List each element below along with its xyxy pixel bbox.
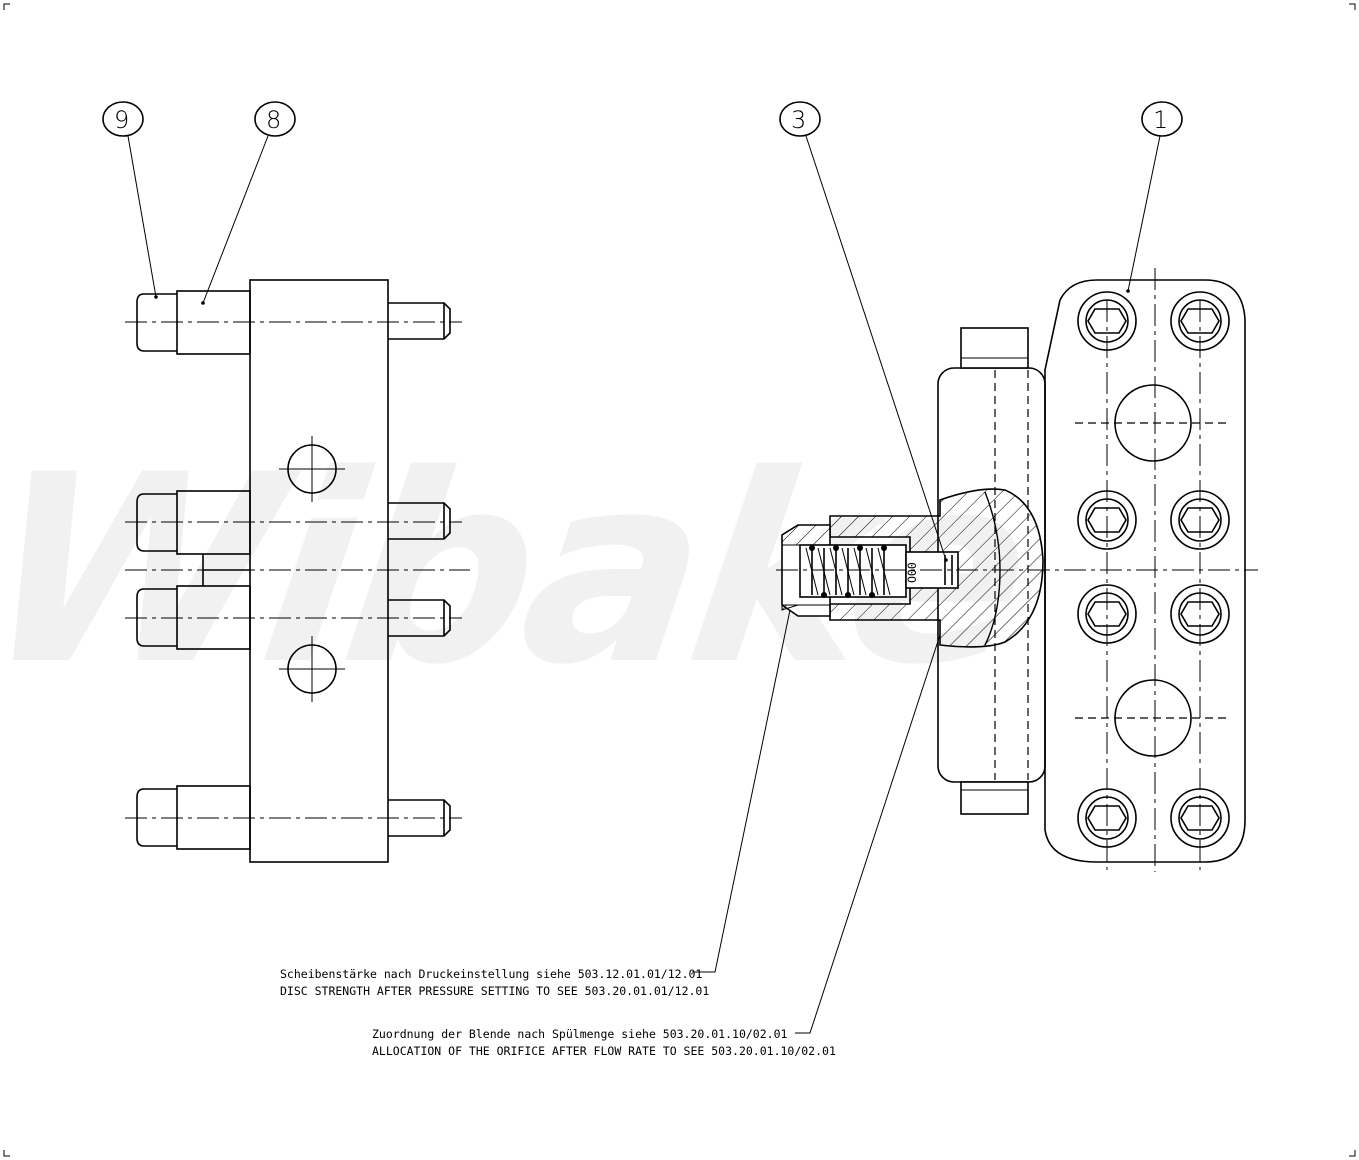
svg-text:DISC STRENGTH AFTER PRESSURE S: DISC STRENGTH AFTER PRESSURE SETTING TO …: [280, 984, 709, 998]
svg-text:1: 1: [1153, 106, 1168, 134]
flange-plate: [1044, 279, 1246, 863]
balloon-9: 9: [102, 101, 158, 299]
svg-text:Scheibenstärke nach Druckeinst: Scheibenstärke nach Druckeinstellung sie…: [280, 967, 702, 981]
right-section-view: O00: [776, 268, 1258, 872]
svg-text:ALLOCATION OF THE ORIFICE AFTE: ALLOCATION OF THE ORIFICE AFTER FLOW RAT…: [372, 1044, 836, 1058]
balloon-1: 1: [1126, 101, 1183, 293]
manifold-block-side: [249, 279, 389, 863]
orifice-label: O00: [905, 562, 919, 583]
svg-text:Zuordnung der Blende nach Spül: Zuordnung der Blende nach Spülmenge sieh…: [372, 1027, 787, 1041]
orifice-note-leader: [795, 634, 941, 1034]
svg-text:3: 3: [791, 106, 806, 134]
left-side-view: [125, 279, 470, 863]
disc-strength-note: Scheibenstärke nach Druckeinstellung sie…: [280, 967, 709, 998]
balloon-3: 3: [779, 101, 948, 562]
disc-note-leader: [692, 609, 791, 973]
svg-text:8: 8: [266, 106, 281, 134]
balloon-8: 8: [201, 101, 296, 305]
sheet-corner-marks: [3, 3, 1356, 1157]
orifice-allocation-note: Zuordnung der Blende nach Spülmenge sieh…: [372, 1027, 836, 1058]
bolt-pattern: [1075, 268, 1230, 872]
spring: [799, 544, 907, 598]
svg-text:9: 9: [114, 106, 129, 134]
